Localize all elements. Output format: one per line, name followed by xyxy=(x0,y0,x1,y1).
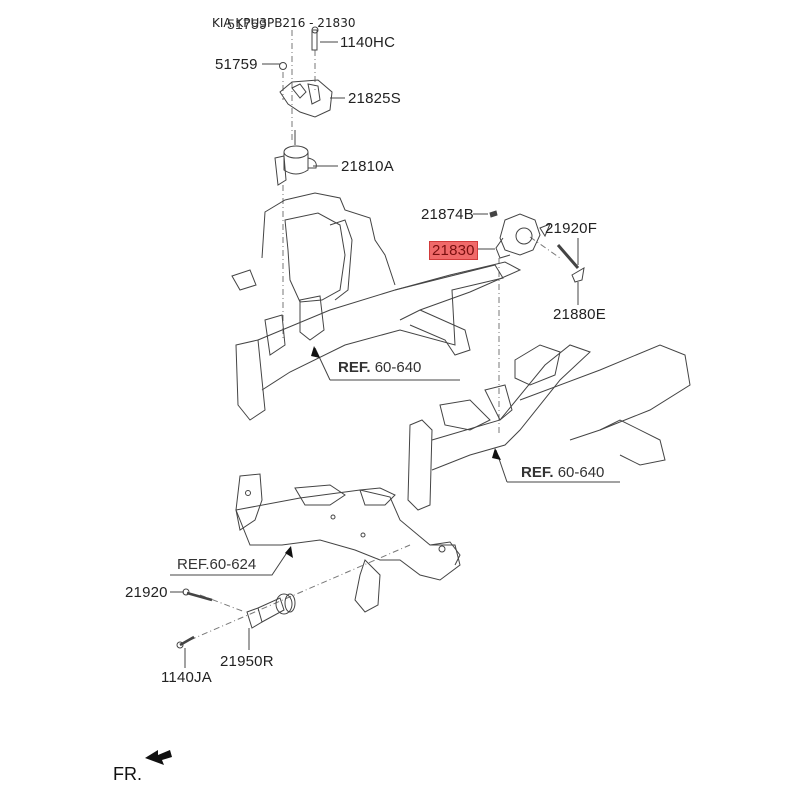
part-label-51759-overlap[interactable]: 51759 xyxy=(227,16,267,32)
mount-21810a-drawing xyxy=(274,130,317,186)
front-orientation-label: FR. xyxy=(113,764,142,784)
subframe-drawing xyxy=(235,473,461,613)
ref-label-left-member[interactable]: REF. 60-640 xyxy=(338,360,421,375)
part-label-21880e[interactable]: 21880E xyxy=(553,306,606,323)
leader-lines xyxy=(170,41,620,668)
right-side-member-drawing xyxy=(407,344,691,511)
ref-code: 60-640 xyxy=(374,359,422,376)
part-label-21920[interactable]: 21920 xyxy=(125,584,168,601)
ref-prefix: REF. xyxy=(177,556,210,573)
bracket-21825s-drawing xyxy=(279,26,333,118)
part-label-51759[interactable]: 51759 xyxy=(215,56,258,73)
part-label-21920f[interactable]: 21920F xyxy=(545,220,598,237)
mount-21830-drawing xyxy=(489,210,585,283)
part-label-21825s[interactable]: 21825S xyxy=(348,90,401,107)
ref-code: 60-624 xyxy=(209,556,257,573)
front-direction-arrow-icon xyxy=(145,750,172,765)
part-label-21874b[interactable]: 21874B xyxy=(421,206,474,223)
ref-prefix: REF. xyxy=(338,359,371,376)
part-label-21950r[interactable]: 21950R xyxy=(220,653,274,670)
roll-rod-21950r-drawing xyxy=(176,588,296,649)
assembly-centerlines xyxy=(189,30,561,641)
part-label-21830-highlighted[interactable]: 21830 xyxy=(429,241,478,260)
part-label-21810a[interactable]: 21810A xyxy=(341,158,394,175)
ref-arrows xyxy=(285,346,501,558)
part-label-1140ja[interactable]: 1140JA xyxy=(161,669,212,686)
ref-prefix: REF. xyxy=(521,464,554,481)
diagram-title: KIA KPU3PB216 - 21830 xyxy=(212,16,356,30)
part-label-1140hc[interactable]: 1140HC xyxy=(340,34,396,51)
ref-label-right-member[interactable]: REF. 60-640 xyxy=(521,465,604,480)
ref-code: 60-640 xyxy=(557,464,605,481)
ref-label-subframe[interactable]: REF.60-624 xyxy=(177,557,256,572)
left-side-member-drawing xyxy=(231,192,522,421)
